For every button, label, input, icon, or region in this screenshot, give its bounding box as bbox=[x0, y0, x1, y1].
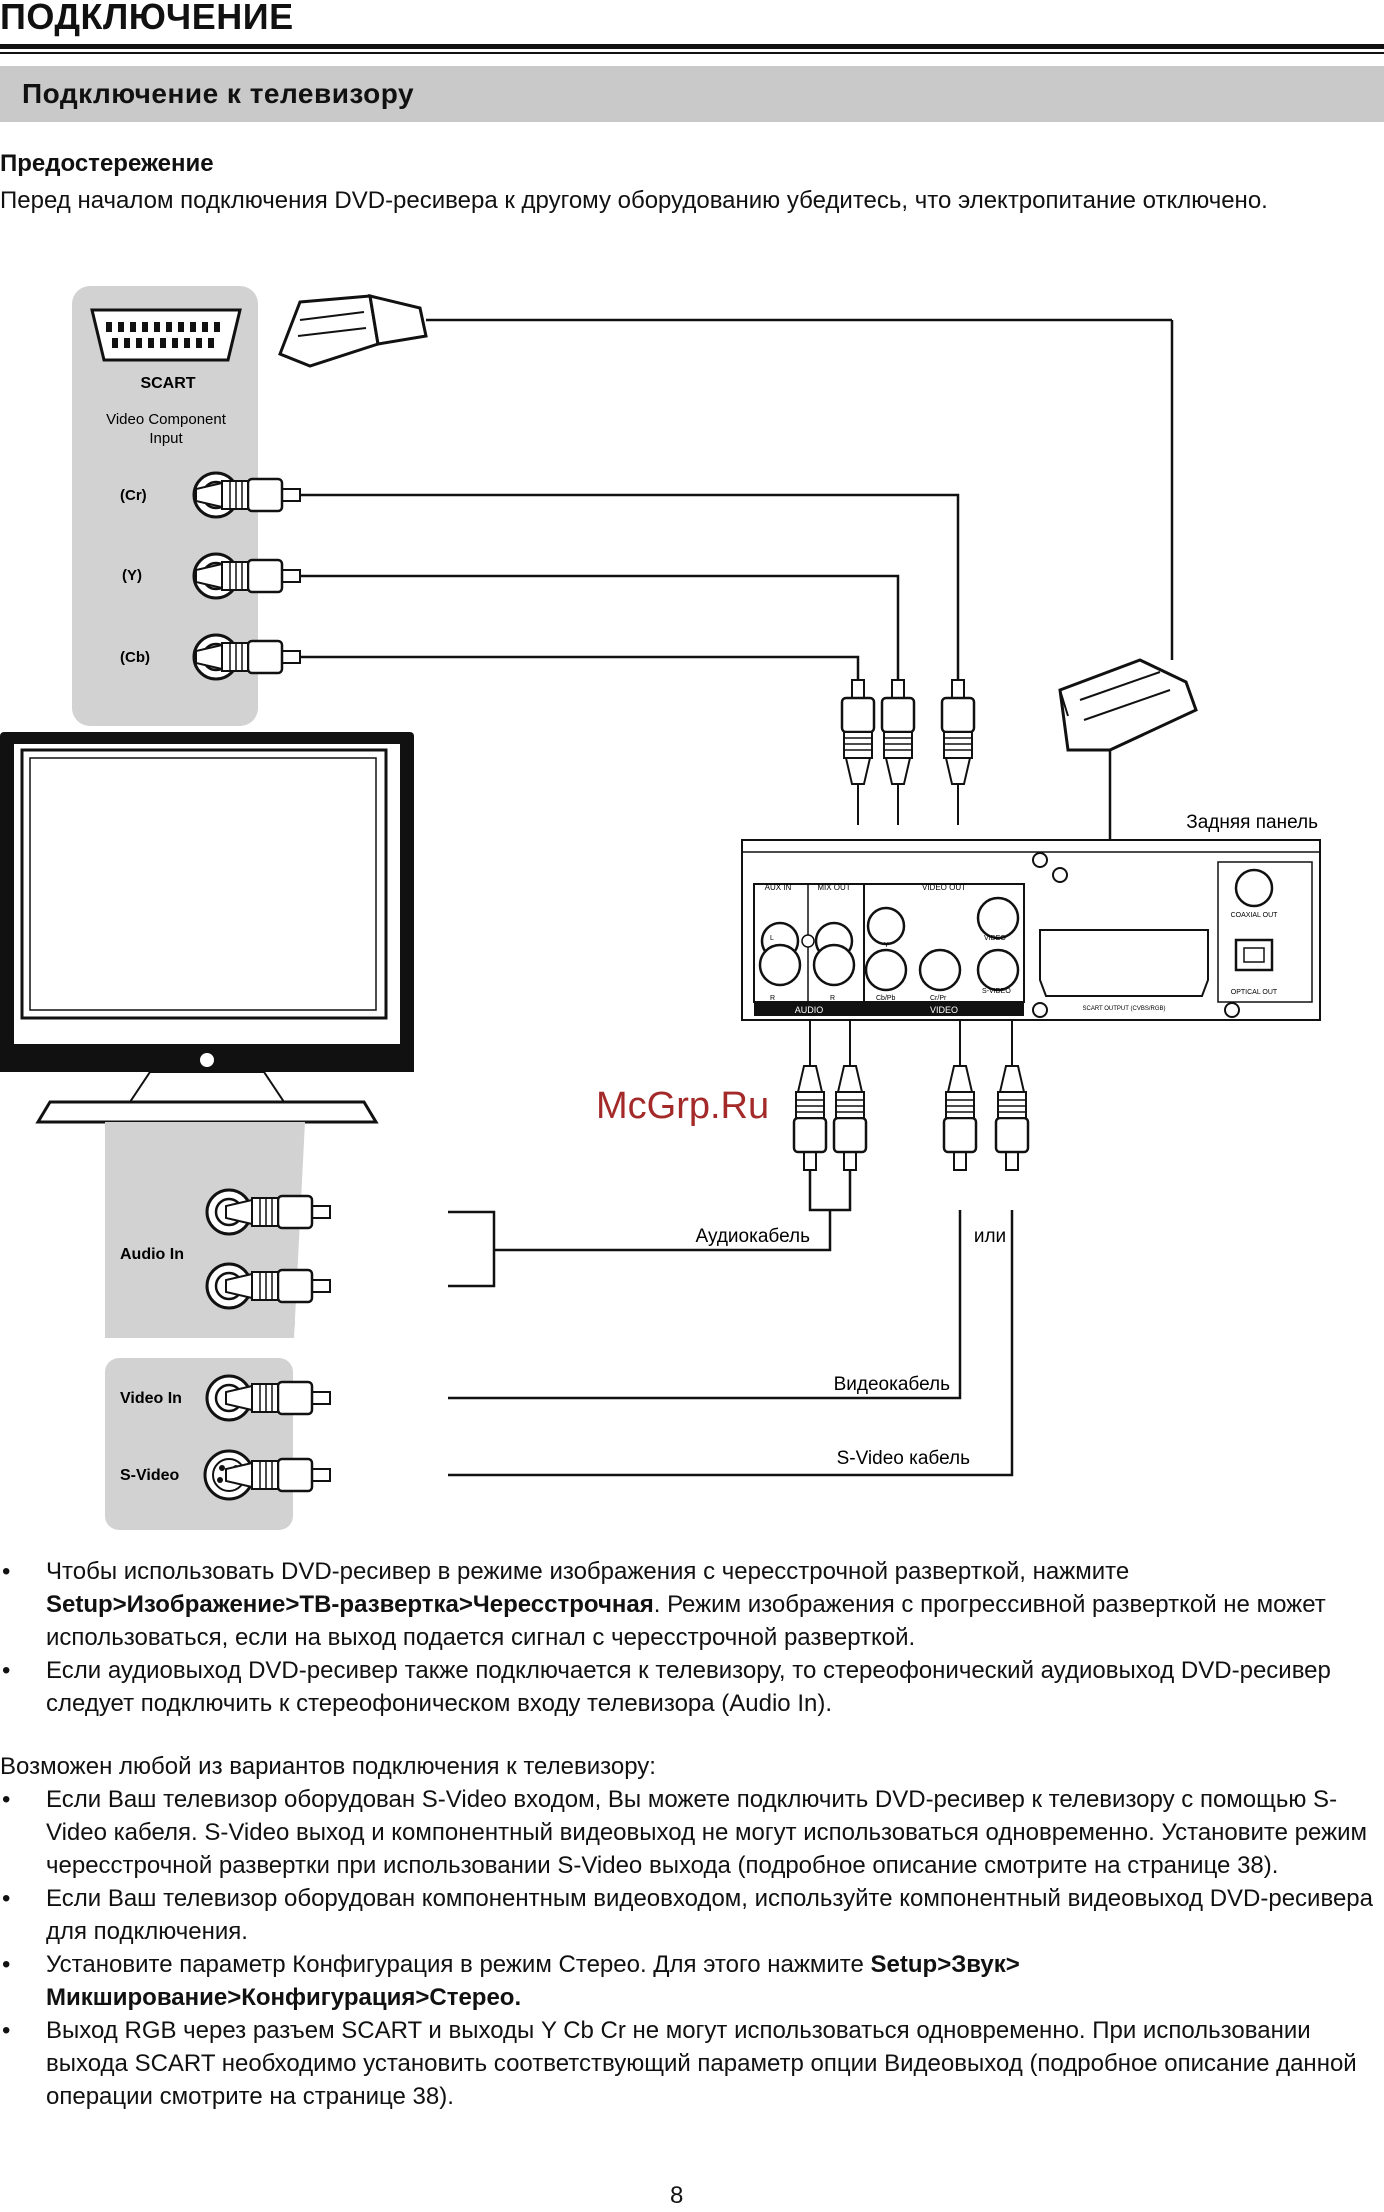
page-number: 8 bbox=[670, 2182, 684, 2209]
title-rule bbox=[0, 44, 1384, 49]
tv-set bbox=[0, 732, 414, 1124]
title-rule-thin bbox=[0, 52, 1384, 54]
rear-mix-out-label: MIX OUT bbox=[817, 883, 850, 892]
caution-heading: Предостережение bbox=[0, 150, 214, 177]
s-video-cable-label: S-Video кабель bbox=[837, 1448, 971, 1469]
component-input-label-1: Video Component bbox=[106, 411, 227, 428]
s-video-cable bbox=[448, 1210, 1014, 1477]
connection-variants: Возможен любой из вариантов подключения … bbox=[0, 1750, 1384, 2113]
rear-y-label: Y bbox=[884, 942, 889, 949]
rear-cr-label: Cr/Pr bbox=[930, 995, 947, 1002]
rear-cb-label: Cb/Pb bbox=[876, 995, 896, 1002]
cr-plug-receiver bbox=[940, 678, 976, 786]
component-input-label-2: Input bbox=[149, 430, 183, 447]
cr-label: (Cr) bbox=[120, 487, 147, 504]
s-video-plug-receiver bbox=[994, 1064, 1030, 1172]
audio-cable bbox=[494, 1210, 832, 1252]
rear-r-label: R bbox=[770, 995, 775, 1002]
rear-video-label: VIDEO bbox=[984, 935, 1006, 942]
rear-coaxial-label: COAXIAL OUT bbox=[1231, 912, 1279, 919]
tv-input-panel-top bbox=[72, 286, 258, 726]
rear-s-video-label: S-VIDEO bbox=[982, 988, 1011, 995]
notes-list: • Чтобы использовать DVD-ресивер в режим… bbox=[0, 1555, 1384, 1720]
variant-item: • Выход RGB через разъем SCART и выходы … bbox=[0, 2014, 1384, 2113]
cb-label: (Cb) bbox=[120, 649, 150, 666]
rear-audio-group-label: AUDIO bbox=[795, 1005, 824, 1015]
menu-path: Setup>Звук> Микширование>Конфигурация>Ст… bbox=[46, 1951, 1020, 2011]
cr-cable bbox=[300, 493, 960, 680]
bullet-symbol: • bbox=[2, 1657, 11, 1684]
video-plug-receiver bbox=[942, 1064, 978, 1172]
bullet-symbol: • bbox=[2, 1786, 11, 1813]
audio-in-label: Audio In bbox=[120, 1246, 184, 1263]
video-cable-label: Видеокабель bbox=[834, 1374, 950, 1395]
scart-socket bbox=[90, 308, 242, 362]
menu-path: Setup>Изображение>ТВ-развертка>Чересстро… bbox=[46, 1591, 654, 1618]
watermark: McGrp.Ru bbox=[596, 1085, 769, 1127]
rear-l-label: L bbox=[770, 935, 774, 942]
video-cable bbox=[448, 1210, 962, 1400]
bullet-symbol: • bbox=[2, 1558, 11, 1585]
note-item: • Чтобы использовать DVD-ресивер в режим… bbox=[0, 1555, 1384, 1654]
audio-plug-receiver-r bbox=[832, 1064, 868, 1172]
rear-optical-label: OPTICAL OUT bbox=[1231, 989, 1278, 996]
audio-plug-receiver-l bbox=[792, 1064, 828, 1172]
variant-item: • Установите параметр Конфигурация в реж… bbox=[0, 1948, 1384, 2014]
rear-video-out-label: VIDEO OUT bbox=[922, 883, 966, 892]
bullet-symbol: • bbox=[2, 1951, 11, 1978]
s-video-in-label: S-Video bbox=[120, 1467, 180, 1484]
variants-intro: Возможен любой из вариантов подключения … bbox=[0, 1753, 656, 1780]
section-title: Подключение к телевизору bbox=[22, 78, 415, 109]
rear-aux-in-label: AUX IN bbox=[765, 883, 792, 892]
receiver-rear-panel bbox=[741, 839, 1321, 1021]
video-in-label: Video In bbox=[120, 1390, 182, 1407]
y-label: (Y) bbox=[122, 567, 142, 584]
cb-plug-receiver bbox=[840, 678, 876, 786]
connection-diagram: SCART Video Component Input (Cr) (Y) (Cb… bbox=[0, 286, 1321, 1530]
y-cable bbox=[300, 574, 900, 680]
caution-text: Перед началом подключения DVD-ресивера к… bbox=[0, 187, 1268, 214]
page-title: ПОДКЛЮЧЕНИЕ bbox=[0, 0, 294, 37]
audio-cable-label: Аудиокабель bbox=[696, 1226, 811, 1247]
scart-plug-receiver bbox=[1058, 658, 1198, 752]
bullet-symbol: • bbox=[2, 2017, 11, 2044]
scart-plug-tv bbox=[278, 294, 1172, 368]
section-header-bar bbox=[0, 66, 1384, 122]
cb-cable bbox=[300, 655, 860, 680]
rear-r2-label: R bbox=[830, 995, 835, 1002]
bullet-symbol: • bbox=[2, 1885, 11, 1912]
note-item: • Если аудиовыход DVD-ресивер также подк… bbox=[0, 1654, 1384, 1720]
rear-panel-label: Задняя панель bbox=[1186, 812, 1318, 833]
rear-scart-output-label: SCART OUTPUT (CVBS/RGB) bbox=[1082, 1006, 1165, 1012]
variant-item: • Если Ваш телевизор оборудован S-Video … bbox=[0, 1783, 1384, 1882]
rear-video-group-label: VIDEO bbox=[930, 1005, 958, 1015]
or-label: или bbox=[974, 1226, 1006, 1247]
y-plug-receiver bbox=[880, 678, 916, 786]
variant-item: • Если Ваш телевизор оборудован компонен… bbox=[0, 1882, 1384, 1948]
scart-label: SCART bbox=[140, 375, 195, 392]
